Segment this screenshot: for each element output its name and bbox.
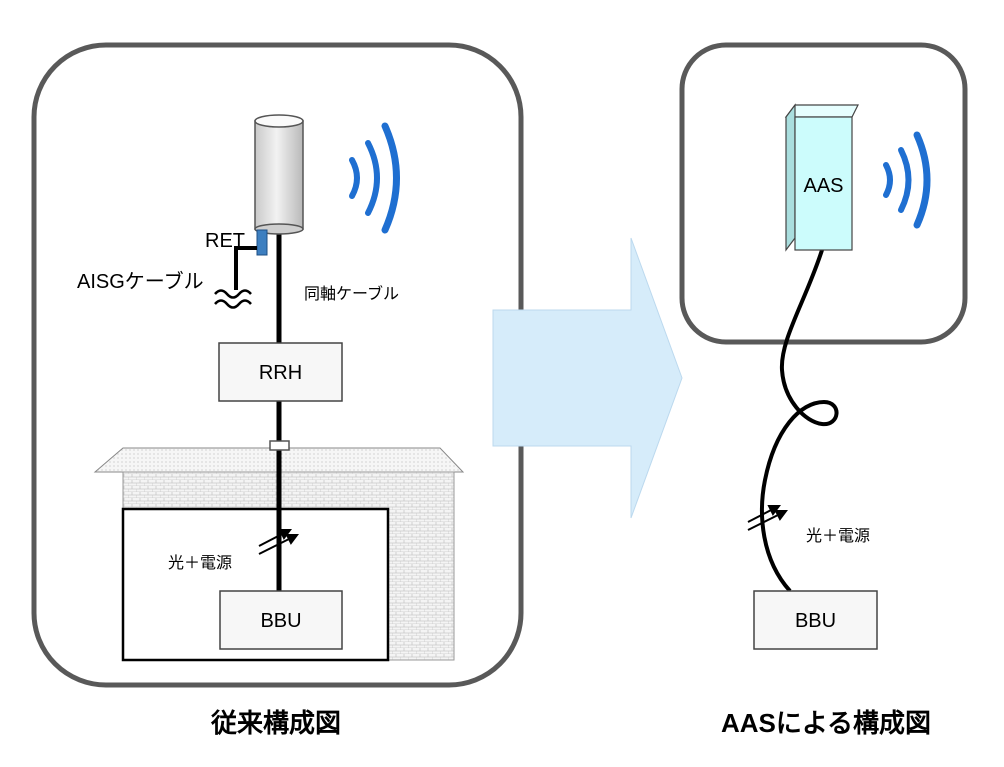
building — [93, 447, 465, 662]
radio-wave-icon — [349, 122, 400, 234]
aisg-cable — [234, 246, 257, 290]
fiber-power-label-right: 光＋電源 — [806, 527, 870, 545]
ret-connector — [256, 229, 268, 256]
fiber-arrow-icon-right — [747, 505, 788, 531]
wall-feedthrough — [269, 440, 290, 451]
rrh-label: RRH — [259, 362, 302, 384]
bbu-box — [219, 590, 343, 650]
fiber-power-cable — [760, 249, 839, 593]
aisg-cable-label: AISGケーブル — [77, 269, 204, 293]
transition-arrow — [492, 237, 683, 519]
bbu-label-right: BBU — [795, 610, 836, 632]
ret-label: RET — [205, 230, 245, 252]
antenna-cylinder — [254, 114, 304, 235]
conventional-configuration-panel: RRH BBU 光＋電源 RET AISGケーブル 同軸ケーブル — [31, 42, 524, 688]
cable-break-squiggle — [214, 289, 252, 309]
fiber-power-label: 光＋電源 — [168, 554, 232, 572]
bbu-box-right — [753, 590, 878, 650]
bbu-label: BBU — [260, 610, 301, 632]
aas-label: AAS — [803, 175, 843, 197]
aas-unit — [784, 103, 859, 252]
conventional-caption: 従来構成図 — [210, 708, 341, 738]
aas-caption: AASによる構成図 — [721, 708, 931, 738]
coax-cable-label: 同軸ケーブル — [304, 284, 399, 303]
radio-wave-icon-right — [883, 131, 931, 229]
rrh-box — [218, 342, 343, 402]
aas-configuration-panel: AAS 光＋電源 BBU — [679, 42, 968, 650]
fiber-arrow-icon — [258, 529, 299, 555]
